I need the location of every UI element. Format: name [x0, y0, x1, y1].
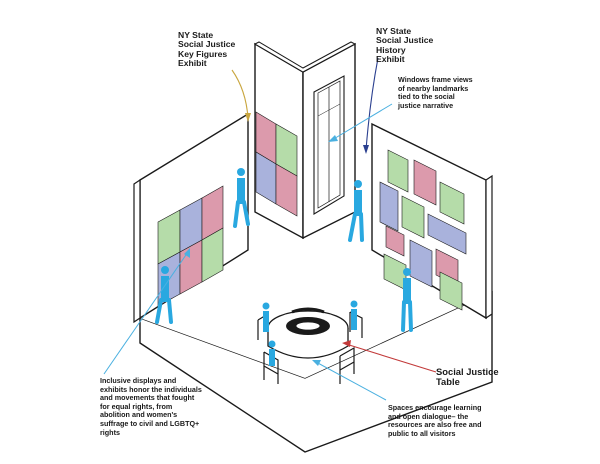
label-spaces: Spaces encourage learning and open dialo…: [388, 403, 482, 438]
left-wall-edge: [133, 178, 141, 324]
right-wall-panels: [379, 149, 467, 311]
window-frame: [313, 75, 345, 215]
arrow-inclusive: [103, 251, 189, 375]
label-inclusive-displays: Inclusive displays and exhibits honor th…: [100, 376, 202, 437]
label-history-exhibit: NY State Social Justice History Exhibit: [376, 26, 434, 65]
visitor-figures: [155, 168, 413, 366]
arrow-table: [345, 343, 437, 373]
center-wall-top: [253, 41, 357, 73]
label-social-justice-table: Social Justice Table: [436, 366, 499, 388]
person-table-front: [268, 340, 276, 366]
arrow-key-figures: [231, 69, 249, 119]
annotation-arrows: [103, 57, 437, 401]
arrow-windows: [331, 103, 393, 141]
arrow-spaces: [315, 361, 387, 401]
label-windows: Windows frame views of nearby landmarks …: [398, 75, 473, 110]
right-wall-edge: [485, 174, 493, 320]
person-right: [401, 268, 413, 332]
arrow-history: [365, 57, 379, 151]
person-center-left: [233, 168, 250, 228]
label-key-figures-exhibit: NY State Social Justice Key Figures Exhi…: [178, 30, 236, 69]
center-wall-panels: [255, 111, 298, 217]
person-table-right: [350, 300, 358, 330]
person-table-left: [262, 302, 270, 332]
social-justice-table: [257, 307, 363, 384]
person-center-right: [348, 180, 364, 242]
